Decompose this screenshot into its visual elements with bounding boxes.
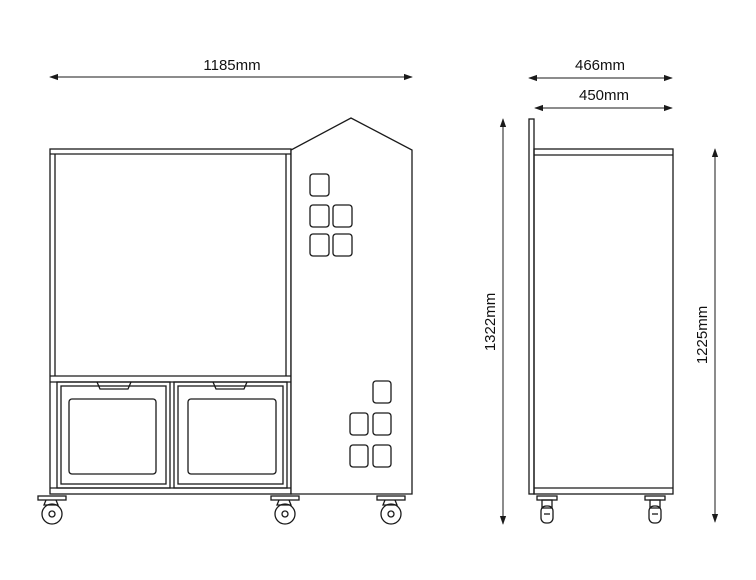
caster-hub — [48, 510, 56, 518]
caster-wheel — [37, 495, 67, 525]
caster-plate — [376, 495, 406, 501]
house-window — [349, 444, 369, 468]
caster-fork — [541, 499, 553, 509]
cabinet-body — [49, 148, 292, 495]
bin-left-window — [68, 398, 157, 475]
width-dimension: 1185mm — [49, 57, 413, 81]
depth-inner-dimension: 450mm — [534, 87, 673, 112]
caster-fork — [382, 499, 398, 506]
bin-left-handle — [96, 381, 132, 390]
depth-outer-dimension: 466mm — [528, 57, 673, 82]
caster-tire — [380, 503, 402, 525]
house-window — [309, 204, 330, 228]
house-window — [309, 173, 330, 197]
width-label: 1185mm — [203, 57, 260, 74]
depth-outer-label: 466mm — [575, 57, 625, 74]
house-panel — [290, 117, 413, 495]
house-window — [309, 233, 330, 257]
overall-height-label: 1322mm — [482, 293, 499, 351]
storage-bin-right — [173, 381, 288, 489]
caster-hub — [281, 510, 289, 518]
body-height-label: 1225mm — [694, 306, 711, 364]
side-body — [533, 148, 674, 495]
house-window — [372, 380, 392, 404]
house-outline — [290, 117, 413, 495]
caster-fork — [276, 499, 292, 506]
depth-inner-label: 450mm — [579, 87, 629, 104]
house-window — [332, 233, 353, 257]
caster-tire — [274, 503, 296, 525]
side-view: 1322mm 466mm 450mm — [482, 57, 719, 525]
bin-right-inner — [177, 385, 284, 485]
bin-right-window — [187, 398, 277, 475]
caster-tire — [648, 505, 662, 524]
caster-wheel — [536, 495, 558, 524]
bin-left-inner — [60, 385, 167, 485]
caster-wheel — [270, 495, 300, 525]
caster-plate — [37, 495, 67, 501]
caster-fork — [43, 499, 59, 506]
caster-wheel — [644, 495, 666, 524]
front-view: 1185mm — [37, 57, 413, 525]
caster-hub — [387, 510, 395, 518]
body-height-dimension: 1225mm — [694, 148, 719, 523]
side-house-panel — [528, 118, 535, 495]
house-window — [372, 444, 392, 468]
overall-height-dimension: 1322mm — [482, 118, 507, 525]
caster-wheel — [376, 495, 406, 525]
house-window — [372, 412, 392, 436]
bin-right-handle — [212, 381, 248, 390]
house-window — [349, 412, 369, 436]
caster-plate — [270, 495, 300, 501]
bin-left-frame — [56, 381, 171, 489]
bin-right-frame — [173, 381, 288, 489]
caster-tire — [540, 505, 554, 524]
caster-tire — [41, 503, 63, 525]
house-window — [332, 204, 353, 228]
storage-bin-left — [56, 381, 171, 489]
caster-fork — [649, 499, 661, 509]
